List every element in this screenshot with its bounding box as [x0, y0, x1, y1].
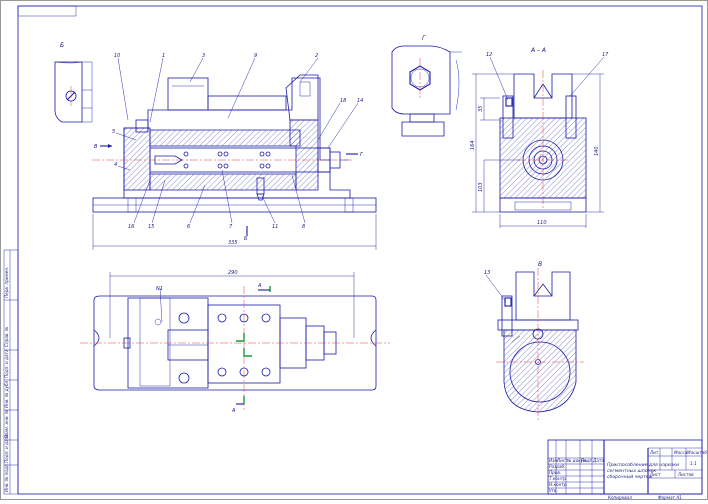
- top-left-stamp: [17, 5, 77, 17]
- row-header-5: Дата: [592, 458, 604, 463]
- drawing-title: Приспособление для нарезки сегментных шп…: [607, 462, 680, 480]
- section-aa-label: А – А: [530, 47, 546, 54]
- callout-3: 3: [202, 53, 205, 59]
- callout-13: 13: [484, 270, 490, 276]
- callout-17: 17: [602, 52, 609, 58]
- callout-8: 8: [302, 224, 305, 230]
- scale-value: 1:1: [690, 461, 697, 466]
- copied-label: Копировал: [608, 495, 632, 500]
- callout-15: 15: [148, 224, 154, 230]
- callout-6: 6: [187, 224, 190, 230]
- callout-7: 7: [229, 224, 233, 230]
- drawing-frame: [17, 5, 703, 495]
- side-strip: Перв. примен. Справ. № Подп. и дата Инв.…: [3, 249, 19, 495]
- stage-header: Лит.: [649, 450, 660, 455]
- row-header-2: Лист: [556, 458, 568, 463]
- callout-16: 16: [128, 224, 134, 230]
- callout-14: 14: [357, 98, 363, 104]
- view-b: Б: [54, 42, 93, 123]
- side-strip-5: Взам. инв. №: [4, 409, 9, 438]
- role-4: Н.контр.: [549, 482, 568, 487]
- callout-11: 11: [272, 224, 278, 230]
- section-aa: А – А 35 164 103 140 110 1: [470, 47, 609, 228]
- side-strip-7: Инв. № подл.: [4, 463, 9, 492]
- dim-plan-n: N1: [156, 286, 163, 292]
- role-2: Пров.: [549, 470, 561, 475]
- section-g-arrow-label: Г: [360, 152, 364, 158]
- format-label: Формат А1: [658, 495, 682, 500]
- side-strip-4: Инв. № дубл.: [4, 379, 9, 408]
- dim-aa-top: 35: [478, 106, 484, 112]
- dim-aa-width: 110: [537, 220, 547, 226]
- dim-aa-lower: 103: [478, 182, 484, 192]
- view-v: В 13: [484, 261, 584, 420]
- dim-aa-right: 140: [594, 146, 600, 156]
- callout-10: 10: [114, 53, 120, 59]
- role-3: Т.контр.: [549, 476, 567, 481]
- callout-12: 12: [486, 52, 492, 58]
- role-5: Утв.: [549, 488, 558, 493]
- mass-header: Масса: [674, 450, 688, 455]
- callout-5: 5: [112, 129, 115, 135]
- title-block: Приспособление для нарезки сегментных шп…: [547, 439, 707, 495]
- view-g-label: Г: [422, 35, 426, 42]
- section-b-arrow-label: Б: [244, 236, 248, 242]
- view-g: Г: [391, 35, 462, 137]
- callout-1: 1: [162, 53, 165, 59]
- row-header-3: № докум.: [566, 458, 588, 463]
- main-callouts: 10 1 3 9 2 18 14 5 4 16 15 6 7 11 8: [112, 53, 363, 230]
- callout-18: 18: [340, 98, 346, 104]
- sheet-label: Лист: [649, 472, 661, 477]
- row-header-4: Подп.: [581, 458, 594, 463]
- side-strip-3: Подп. и дата: [4, 349, 9, 378]
- side-strip-6: Подп. и дата: [4, 434, 9, 463]
- sheets-label: Листов: [677, 472, 694, 477]
- dim-plan-length: 290: [228, 270, 238, 276]
- callout-9: 9: [254, 53, 257, 59]
- side-strip-1: Перв. примен.: [4, 267, 9, 298]
- callout-2: 2: [315, 53, 318, 59]
- plan-view: А А 290 N1: [80, 270, 390, 414]
- section-v-arrow-label: В: [94, 144, 98, 150]
- view-b-label: Б: [60, 42, 64, 49]
- scale-header: Масштаб: [687, 450, 707, 455]
- callout-4: 4: [114, 162, 117, 168]
- side-strip-2: Справ. №: [4, 326, 9, 347]
- front-section-view: В Г Б 335: [92, 74, 377, 250]
- section-a-bottom-label: А: [231, 408, 236, 414]
- section-a-top-label: А: [257, 283, 262, 289]
- dim-aa-total: 164: [470, 140, 476, 150]
- row-header-1: Изм.: [549, 458, 559, 463]
- dim-overall-length: 335: [228, 240, 238, 246]
- view-v-label: В: [538, 261, 542, 268]
- role-1: Разраб.: [549, 464, 565, 469]
